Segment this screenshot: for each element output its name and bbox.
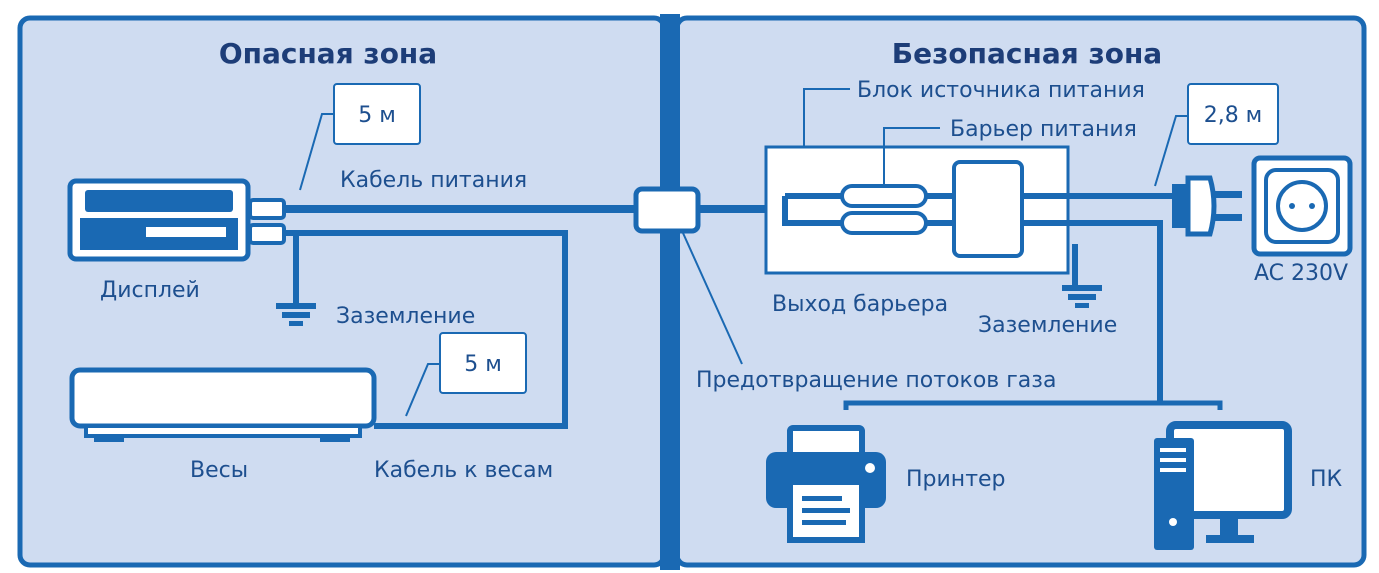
ground-left-label: Заземление <box>336 304 475 329</box>
pc-icon <box>1154 421 1292 550</box>
plug-cable-leader <box>1154 115 1188 187</box>
printer-icon <box>766 425 886 543</box>
power-barrier-upper <box>840 184 928 208</box>
display-icon <box>67 178 286 262</box>
scale-cable-length-box <box>439 332 527 394</box>
power-cable-label: Кабель питания <box>340 168 527 193</box>
gas-flow-prevention-label: Предотвращение потоков газа <box>696 368 1056 393</box>
safe-zone-title: Безопасная зона <box>892 37 1162 70</box>
psu-module <box>952 160 1024 258</box>
scale-icon <box>69 367 377 442</box>
socket-icon <box>1251 155 1353 257</box>
power-cable-length-box <box>333 83 421 145</box>
scale-label: Весы <box>190 458 248 483</box>
printer-label: Принтер <box>906 467 1006 492</box>
plug-cable-length-box <box>1187 83 1279 145</box>
gas-flow-prevention-box <box>633 186 701 234</box>
scale-cable-label: Кабель к весам <box>374 458 553 483</box>
power-cable-length: 5 м <box>358 103 396 128</box>
plug-cable-length: 2,8 м <box>1204 103 1263 128</box>
psu-to-plug-wire-b <box>1022 220 1163 403</box>
barrier-output-label: Выход барьера <box>772 292 948 317</box>
ground-icon-right <box>1062 285 1102 308</box>
peripheral-bus <box>843 400 1223 410</box>
ground-right-label: Заземление <box>978 313 1117 338</box>
ground-icon <box>276 303 316 326</box>
scale-cable-length: 5 м <box>464 352 502 377</box>
display-label: Дисплей <box>100 278 200 303</box>
power-barrier-label: Барьер питания <box>950 117 1137 142</box>
plug-icon <box>1172 175 1242 237</box>
zone-divider <box>660 14 680 570</box>
pc-label: ПК <box>1310 467 1343 492</box>
scale-cable-leader <box>405 363 440 417</box>
power-barrier-lower <box>840 211 928 235</box>
power-supply-unit-label: Блок источника питания <box>857 78 1145 103</box>
psu-wire-upper <box>782 196 842 226</box>
scale-cable-line <box>284 230 568 429</box>
psu-leader <box>803 88 850 147</box>
hazardous-zone-title: Опасная зона <box>219 37 437 70</box>
gas-flow-leader <box>682 232 743 365</box>
ac-label: AC 230V <box>1254 261 1348 286</box>
barrier-leader <box>883 127 940 186</box>
power-cable-leader <box>299 113 334 191</box>
